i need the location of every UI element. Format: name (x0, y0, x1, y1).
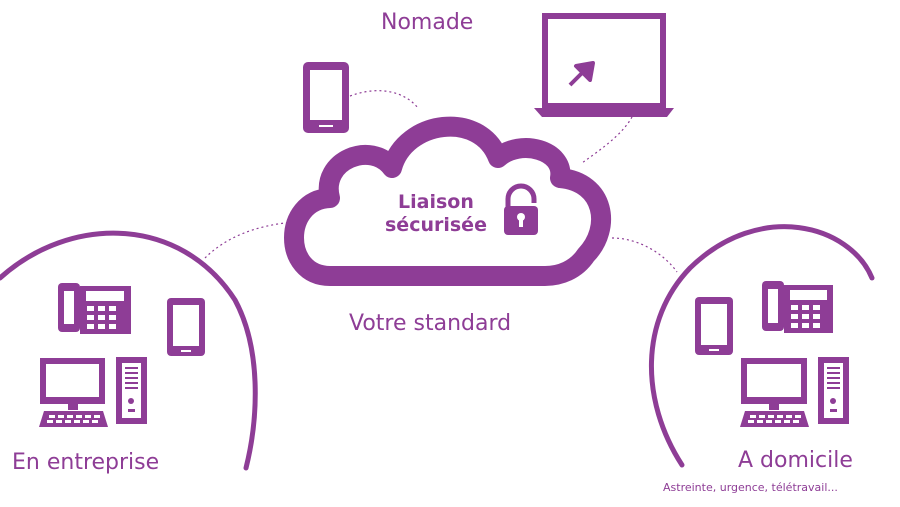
nomade-label: Nomade (381, 10, 474, 35)
smartphone-icon (303, 62, 349, 133)
cursor-arrow-icon (568, 61, 595, 87)
laptop-icon (534, 13, 674, 117)
cloud-icon (284, 116, 611, 286)
domicile-arc (649, 224, 875, 468)
standard-label: Votre standard (349, 311, 512, 336)
dotted-connectors (204, 90, 678, 273)
computer-tower-icon (818, 357, 849, 424)
desk-phone-icon (762, 281, 833, 333)
connector-domicile-cloud (611, 237, 678, 273)
cloud-label-line2: sécurisée (385, 214, 487, 236)
connector-laptop-cloud (581, 116, 633, 164)
entreprise-label: En entreprise (12, 450, 160, 475)
desktop-monitor-icon (40, 358, 105, 410)
domicile-subtitle: Astreinte, urgence, télétravail... (663, 481, 838, 494)
desktop-monitor-icon (741, 358, 807, 410)
cloud-label: Liaison sécurisée (385, 191, 487, 237)
desk-phone-icon (58, 283, 131, 334)
cloud-label-line1: Liaison (398, 191, 474, 213)
connector-phone-cloud (349, 90, 419, 109)
padlock-icon (504, 183, 538, 235)
keyboard-icon (39, 411, 108, 427)
connector-entreprise-cloud (204, 221, 296, 259)
smartphone-icon (167, 298, 205, 356)
keyboard-icon (740, 411, 809, 427)
entreprise-arc (0, 230, 258, 471)
computer-tower-icon (116, 357, 147, 424)
smartphone-icon (695, 297, 733, 355)
domicile-label: A domicile (738, 448, 853, 473)
